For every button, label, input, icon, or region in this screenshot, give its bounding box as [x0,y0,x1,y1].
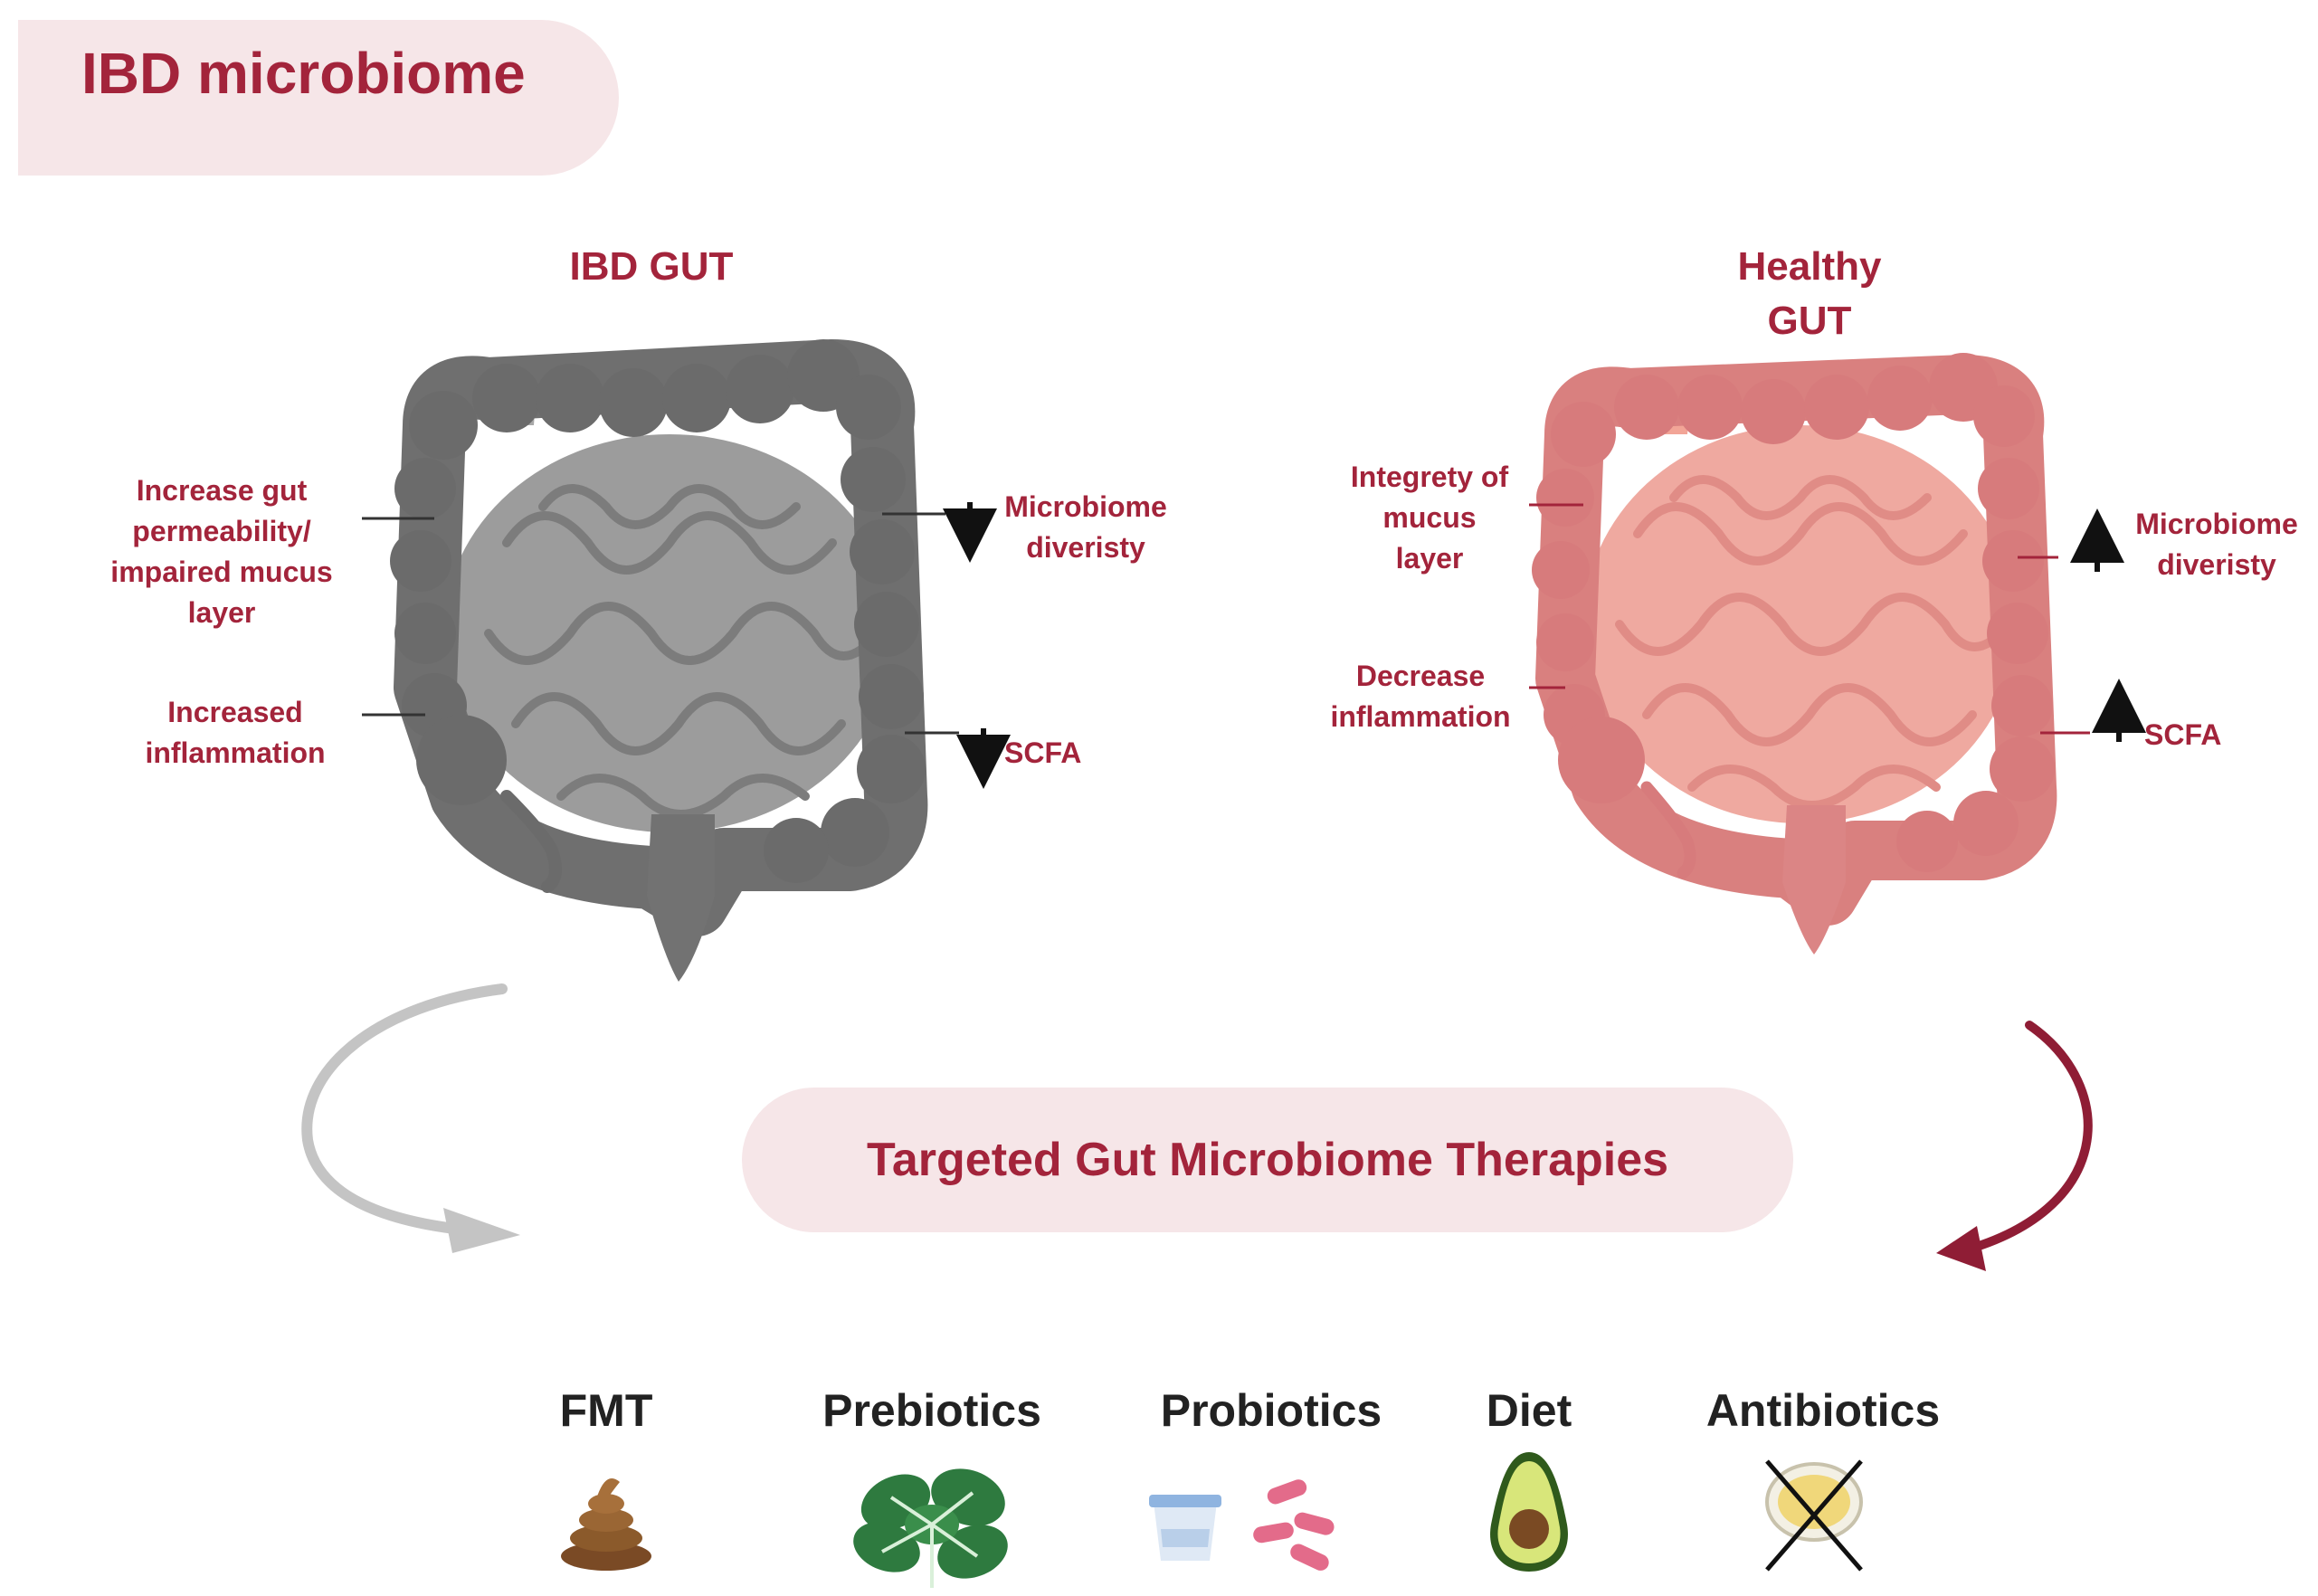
red-curved-arrow [1936,1021,2093,1271]
ibd-label-inflammation: Increased inflammation [145,696,326,769]
healthy-up-arrows [2070,508,2146,742]
therapies-banner [742,1088,1793,1232]
grey-curved-arrow [301,983,520,1253]
stool-icon [561,1477,651,1571]
crossed-petri-dish-icon [1765,1459,1863,1572]
page-title: IBD microbiome [81,41,526,106]
healthy-label-inflammation: Decrease inflammation [1330,660,1511,733]
healthy-label-scfa: SCFA [2144,718,2222,751]
healthy-leader-lines [1529,503,2090,735]
therapy-label-diet: Diet [1486,1385,1572,1436]
ibd-down-arrows [943,502,1011,789]
ibd-gut-title: IBD GUT [569,244,734,289]
therapies-title: Targeted Gut Microbiome Therapies [866,1134,1669,1186]
ibd-label-scfa: SCFA [1004,736,1082,769]
ibd-intestine-illustration [390,339,928,982]
healthy-gut-title: Healthy GUT [1737,244,1882,343]
healthy-intestine-illustration [1532,353,2057,955]
yogurt-bacteria-icon [1149,1479,1335,1571]
therapy-label-prebiotics: Prebiotics [822,1385,1041,1436]
healthy-label-mucus: Integrety of mucus layer [1350,461,1509,575]
ibd-label-permeability: Increase gut permeability/ impaired mucu… [110,474,333,629]
ibd-leader-lines [362,512,959,735]
leafy-greens-icon [853,1468,1008,1588]
ibd-label-diversity: Microbiome diveristy [1004,490,1167,564]
therapy-label-fmt: FMT [559,1385,653,1436]
therapy-label-probiotics: Probiotics [1160,1385,1382,1436]
avocado-icon [1490,1452,1568,1572]
title-banner [18,20,619,176]
therapy-label-antibiotics: Antibiotics [1705,1385,1941,1436]
healthy-label-diversity: Microbiome diveristy [2135,508,2298,581]
